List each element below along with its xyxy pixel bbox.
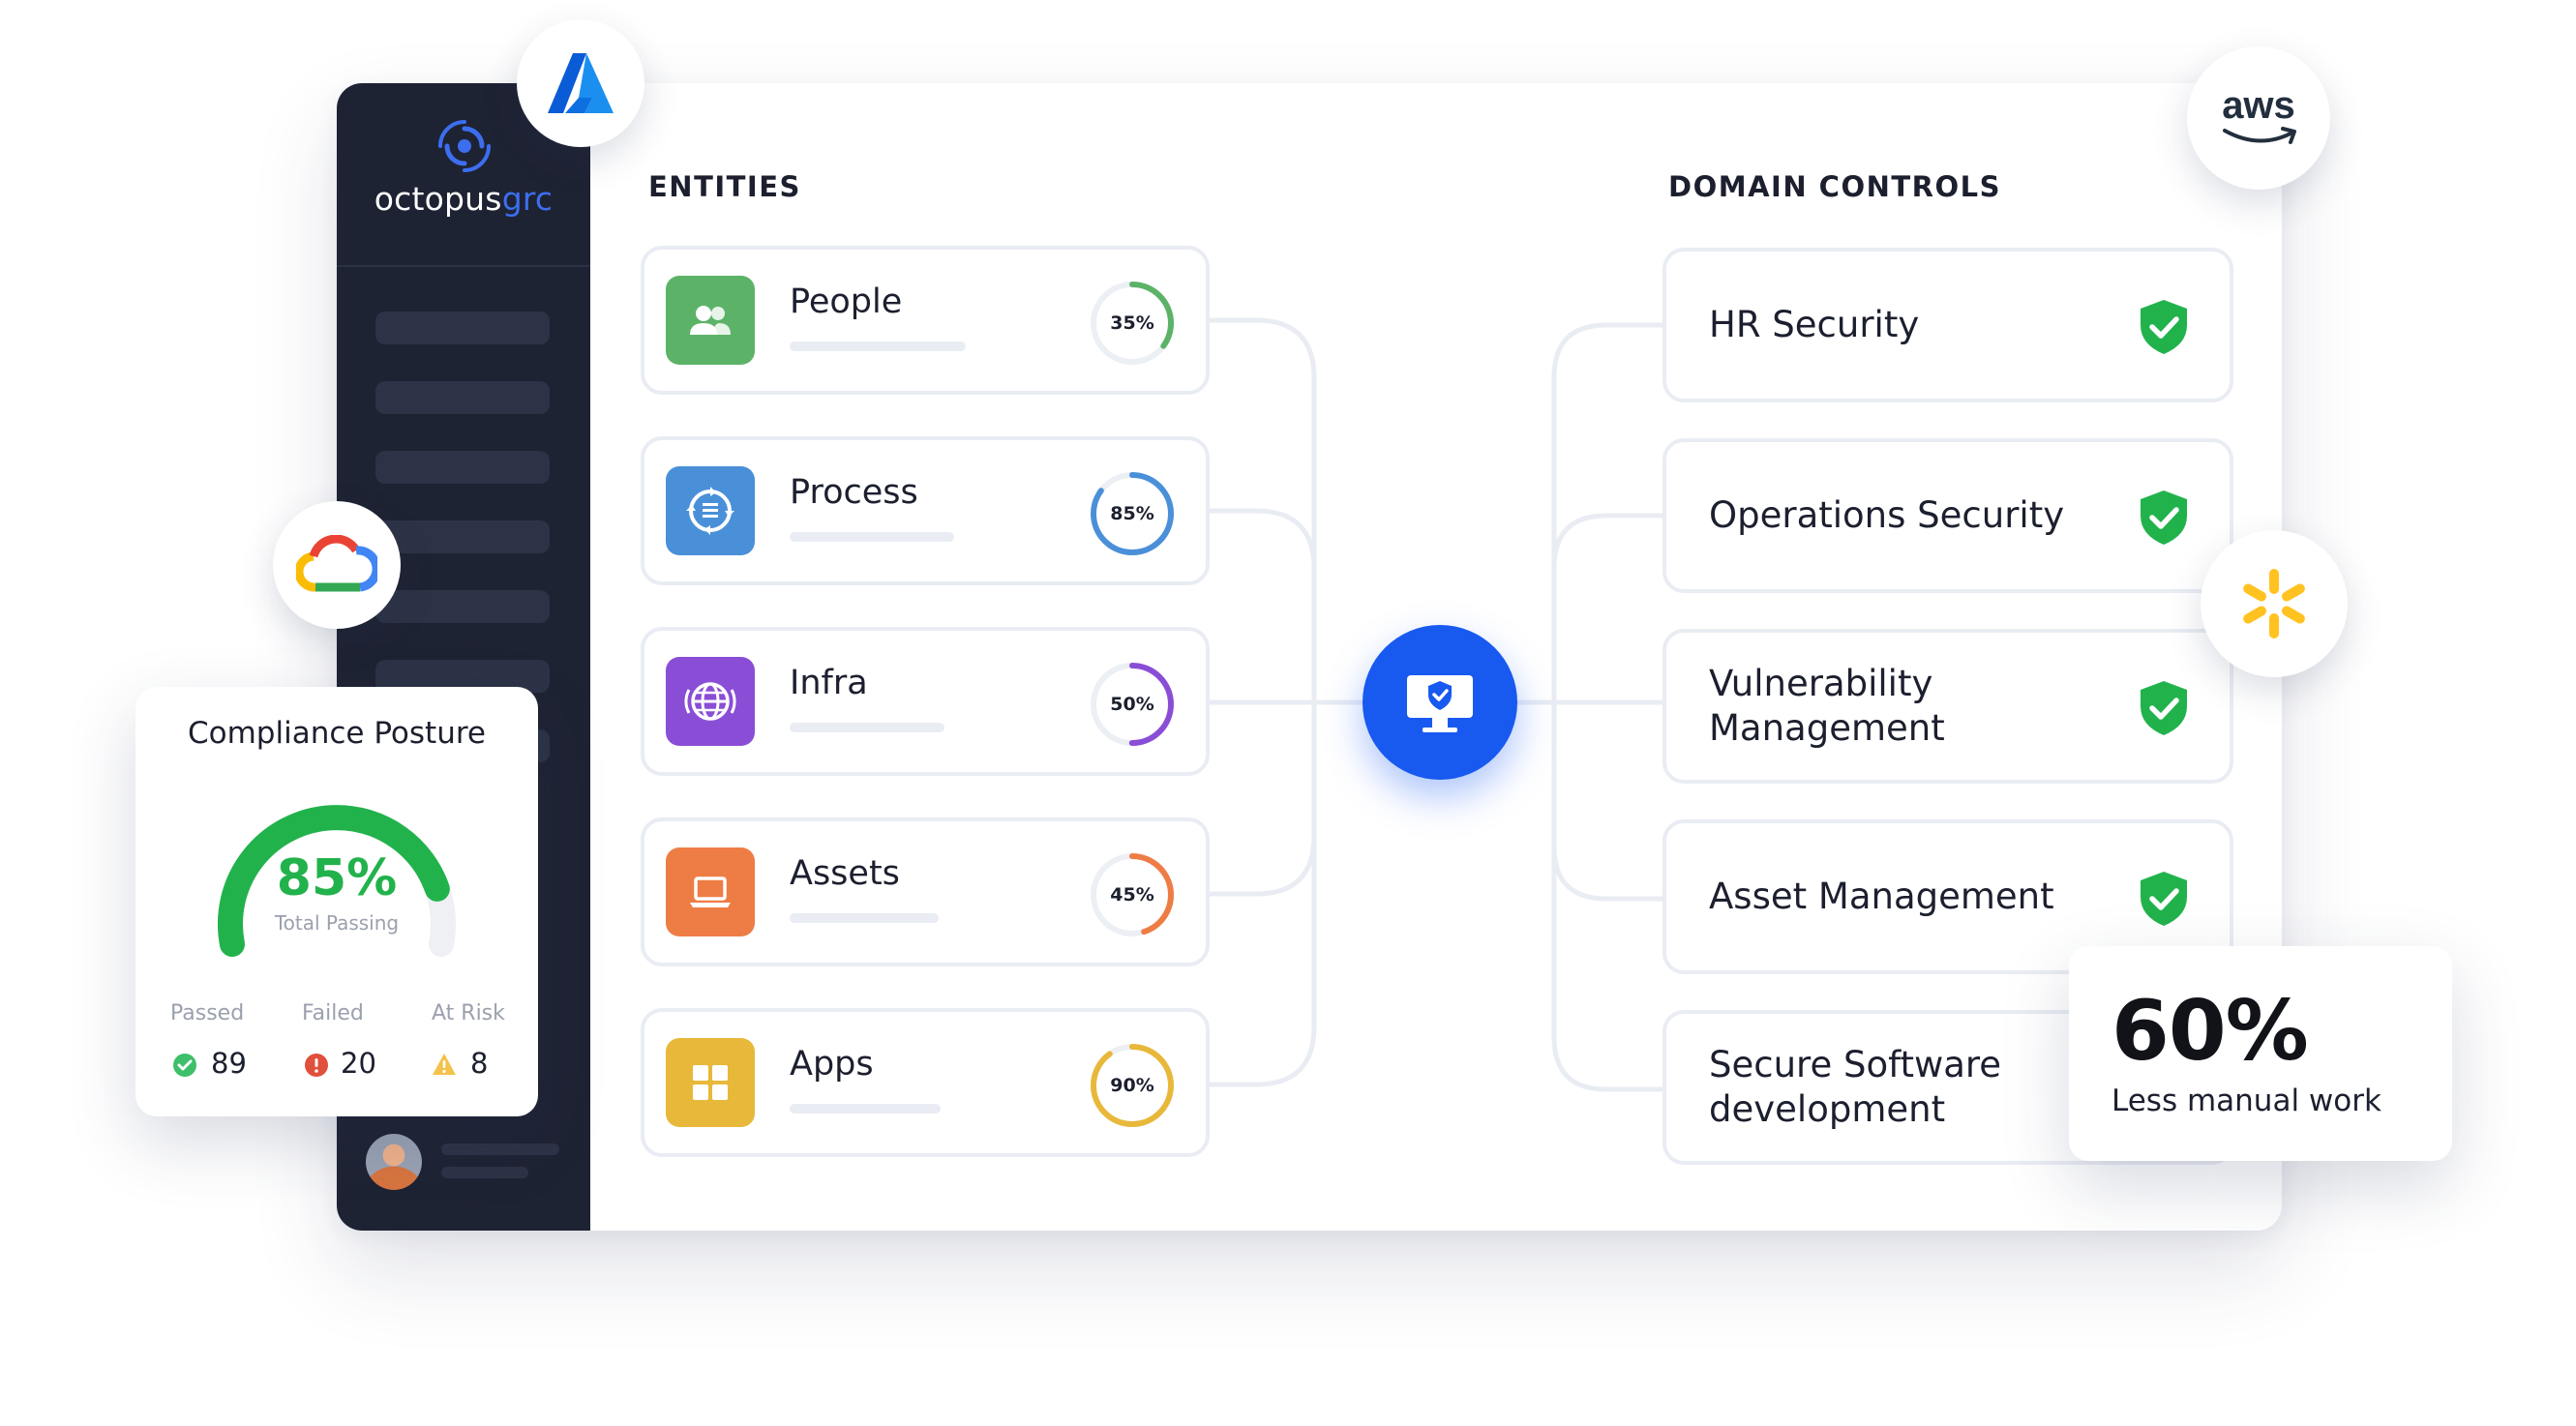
passed-value: 89 (211, 1047, 247, 1080)
failed-label: Failed (302, 1001, 364, 1025)
domain-card-hr-security[interactable]: HR Security (1662, 248, 2233, 402)
compliance-title: Compliance Posture (188, 716, 486, 751)
manual-work-percent: 60% (2112, 983, 2309, 1080)
google-cloud-logo (273, 501, 401, 629)
entity-card-process[interactable]: Process 85% (641, 436, 1210, 585)
entities-title: ENTITIES (648, 170, 801, 203)
shield-check-icon (2141, 681, 2187, 735)
shield-check-icon (2141, 872, 2187, 926)
domain-label: Secure Software development (1709, 1044, 2002, 1130)
entity-progress-ring (1091, 282, 1174, 365)
check-circle-icon (173, 1054, 196, 1077)
gauge-arc (218, 805, 456, 957)
sidebar-divider (337, 265, 590, 267)
manual-work-label: Less manual work (2112, 1084, 2381, 1118)
entity-icon-tile (666, 466, 755, 555)
globe-icon (684, 682, 736, 721)
failed-value: 20 (341, 1047, 376, 1080)
entity-icon-tile (666, 847, 755, 936)
sidebar-nav-item[interactable] (375, 312, 550, 344)
entity-percent: 50% (1110, 694, 1154, 715)
entity-label: Assets (790, 854, 900, 893)
progress-arc (1091, 472, 1174, 555)
people-icon (690, 306, 731, 335)
entity-label: Apps (790, 1045, 874, 1084)
compliance-percent: 85% (276, 849, 398, 907)
monitor-shield-hub[interactable] (1363, 625, 1517, 780)
domain-card-operations-security[interactable]: Operations Security (1662, 438, 2233, 593)
entity-percent: 35% (1110, 312, 1154, 334)
aws-wordmark: aws (2222, 84, 2295, 127)
entity-percent: 85% (1110, 503, 1154, 524)
passed-label: Passed (170, 1001, 245, 1025)
entity-icon-tile (666, 276, 755, 365)
progress-arc (1091, 1044, 1174, 1127)
aws-logo: aws (2187, 46, 2330, 190)
entity-percent: 90% (1110, 1075, 1154, 1096)
entity-card-people[interactable]: People 35% (641, 246, 1210, 395)
entity-progress-ring (1091, 472, 1174, 555)
walmart-spark-logo (2201, 530, 2348, 677)
process-icon (686, 487, 734, 535)
apps-grid-icon (693, 1065, 728, 1100)
google-cloud-icon (296, 535, 377, 592)
compliance-posture-card[interactable]: Compliance Posture 85% Total Passing Pas… (135, 687, 538, 1116)
azure-icon (548, 53, 614, 113)
progress-arc (1091, 663, 1174, 746)
user-avatar[interactable] (366, 1134, 422, 1190)
entity-card-assets[interactable]: Assets 45% (641, 817, 1210, 966)
laptop-icon (690, 876, 731, 907)
domain-controls-title: DOMAIN CONTROLS (1668, 170, 2002, 203)
entity-label: People (790, 282, 903, 321)
brand-name-accent: grc (501, 180, 554, 218)
entity-progress-placeholder (790, 1104, 941, 1114)
app-window: octopusgrc ENTITIES DOMAIN CONTROLS (337, 83, 2282, 1231)
entity-progress-placeholder (790, 532, 954, 542)
entity-label: Infra (790, 664, 868, 702)
entity-progress-ring (1091, 853, 1174, 936)
brand-name: octopus (374, 180, 502, 218)
aws-smile-icon (2223, 127, 2296, 144)
entity-icon-tile (666, 1038, 755, 1127)
progress-arc (1091, 853, 1174, 936)
entity-label: Process (790, 473, 918, 512)
monitor-shield-icon (1407, 675, 1473, 732)
domain-label: Asset Management (1709, 876, 2054, 917)
octopus-logo-icon (438, 120, 491, 172)
connector-lines (1210, 317, 1662, 1092)
user-name-placeholder (441, 1144, 559, 1155)
error-circle-icon (305, 1054, 328, 1077)
domain-label: Operations Security (1709, 494, 2065, 536)
sidebar-nav-item[interactable] (375, 451, 550, 484)
sidebar-nav-item[interactable] (375, 520, 550, 553)
brand-logo-text: octopusgrc (337, 180, 590, 218)
entity-card-infra[interactable]: Infra 50% (641, 627, 1210, 776)
entity-progress-placeholder (790, 913, 939, 923)
sidebar-nav-item[interactable] (375, 381, 550, 414)
at-risk-label: At Risk (432, 1001, 505, 1025)
entity-icon-tile (666, 657, 755, 746)
domain-label: HR Security (1709, 304, 1920, 345)
manual-work-card: 60% Less manual work (2069, 946, 2452, 1161)
domain-card-vulnerability-management[interactable]: Vulnerability Management (1662, 629, 2233, 784)
shield-check-icon (2141, 490, 2187, 545)
entity-progress-ring (1091, 1044, 1174, 1127)
user-role-placeholder (441, 1167, 528, 1178)
shield-check-icon (2141, 300, 2187, 354)
domain-label: Vulnerability Management (1709, 663, 1945, 749)
at-risk-value: 8 (470, 1047, 489, 1080)
entity-percent: 45% (1110, 884, 1154, 906)
entity-card-apps[interactable]: Apps 90% (641, 1008, 1210, 1157)
sidebar-nav-item[interactable] (375, 590, 550, 623)
entity-progress-placeholder (790, 342, 966, 351)
azure-logo (517, 19, 644, 147)
entity-progress-placeholder (790, 723, 944, 732)
progress-arc (1091, 282, 1174, 365)
compliance-subtitle: Total Passing (274, 911, 400, 935)
spark-icon (2243, 569, 2305, 639)
compliance-gauge (218, 805, 456, 957)
warning-triangle-icon (433, 1054, 456, 1075)
entity-progress-ring (1091, 663, 1174, 746)
